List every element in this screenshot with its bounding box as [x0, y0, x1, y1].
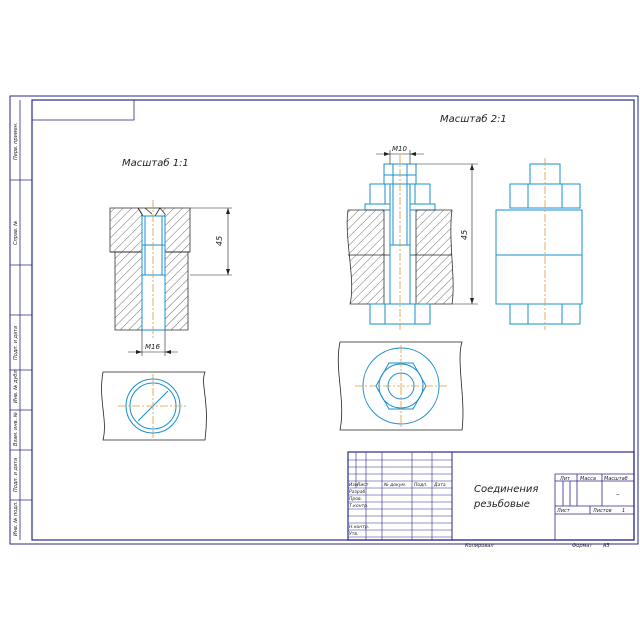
strip-label-4: Инв. № дубл.	[13, 369, 19, 403]
footer-kopiroval: Копировал	[465, 543, 494, 549]
tb-col-podp: Подп.	[414, 482, 428, 488]
dim-m10: M10	[392, 145, 407, 153]
left-top-view	[101, 371, 207, 441]
tb-masshtab: Масштаб	[604, 476, 628, 482]
strip-label-1: Перв. примен.	[13, 122, 19, 160]
tb-massa: Масса	[580, 476, 596, 482]
strip-label-2: Справ. №	[13, 221, 19, 245]
strip-label-3: Подп. и дата	[13, 326, 19, 360]
side-strip: Перв. примен. Справ. № Подп. и дата Инв.…	[10, 100, 32, 540]
tb-col-izm: Изм	[349, 482, 359, 488]
drawing-title-line1: Соединения	[474, 484, 538, 495]
tb-listov: Листов	[592, 508, 612, 514]
title-block: Изм Лист № докум. Подп. Дата Разраб. Про…	[347, 451, 635, 541]
tb-lit: Лит	[559, 476, 571, 482]
left-section-view: 45 M16	[109, 200, 232, 356]
dim-45-left: 45	[215, 236, 224, 246]
left-lower-plate-right	[164, 251, 189, 331]
tb-row-utv: Утв.	[349, 531, 358, 537]
dim-45-right: 45	[460, 230, 469, 240]
strip-label-7: Инв. № подл.	[13, 502, 19, 537]
dim-m16: M16	[145, 343, 160, 351]
left-lower-plate-left	[114, 251, 143, 331]
right-plate-right	[415, 209, 454, 305]
strip-label-5: Взам. инв. №	[13, 412, 19, 446]
scale-label-right: Масштаб 2:1	[440, 113, 507, 125]
tb-row-nkontr: Н.контр.	[349, 524, 369, 530]
strip-label-6: Подп. и дата	[13, 458, 19, 492]
tb-row-prov: Пров.	[349, 496, 362, 502]
tb-row-razrab: Разраб.	[349, 489, 367, 495]
tb-col-doc: № докум.	[383, 482, 406, 488]
right-top-view	[337, 341, 464, 431]
footer-format-value: А3	[602, 543, 610, 549]
tb-masshtab-value: –	[616, 490, 620, 498]
tb-listov-value: 1	[622, 508, 625, 514]
tb-col-list: Лист	[356, 482, 369, 488]
left-upper-plate-left	[109, 207, 143, 253]
footer-format: Формат	[572, 543, 593, 549]
drawing-title-line2: резьбовые	[473, 498, 530, 510]
right-section-view: M10 45	[346, 145, 478, 330]
sheet-frame	[9, 95, 639, 545]
tb-col-data: Дата	[433, 482, 446, 488]
tb-row-tkontr: Т.контр.	[349, 503, 369, 509]
tb-list: Лист	[556, 508, 571, 514]
scale-label-left: Масштаб 1:1	[122, 157, 189, 169]
right-side-view	[495, 158, 583, 330]
right-plate-left	[346, 209, 385, 305]
